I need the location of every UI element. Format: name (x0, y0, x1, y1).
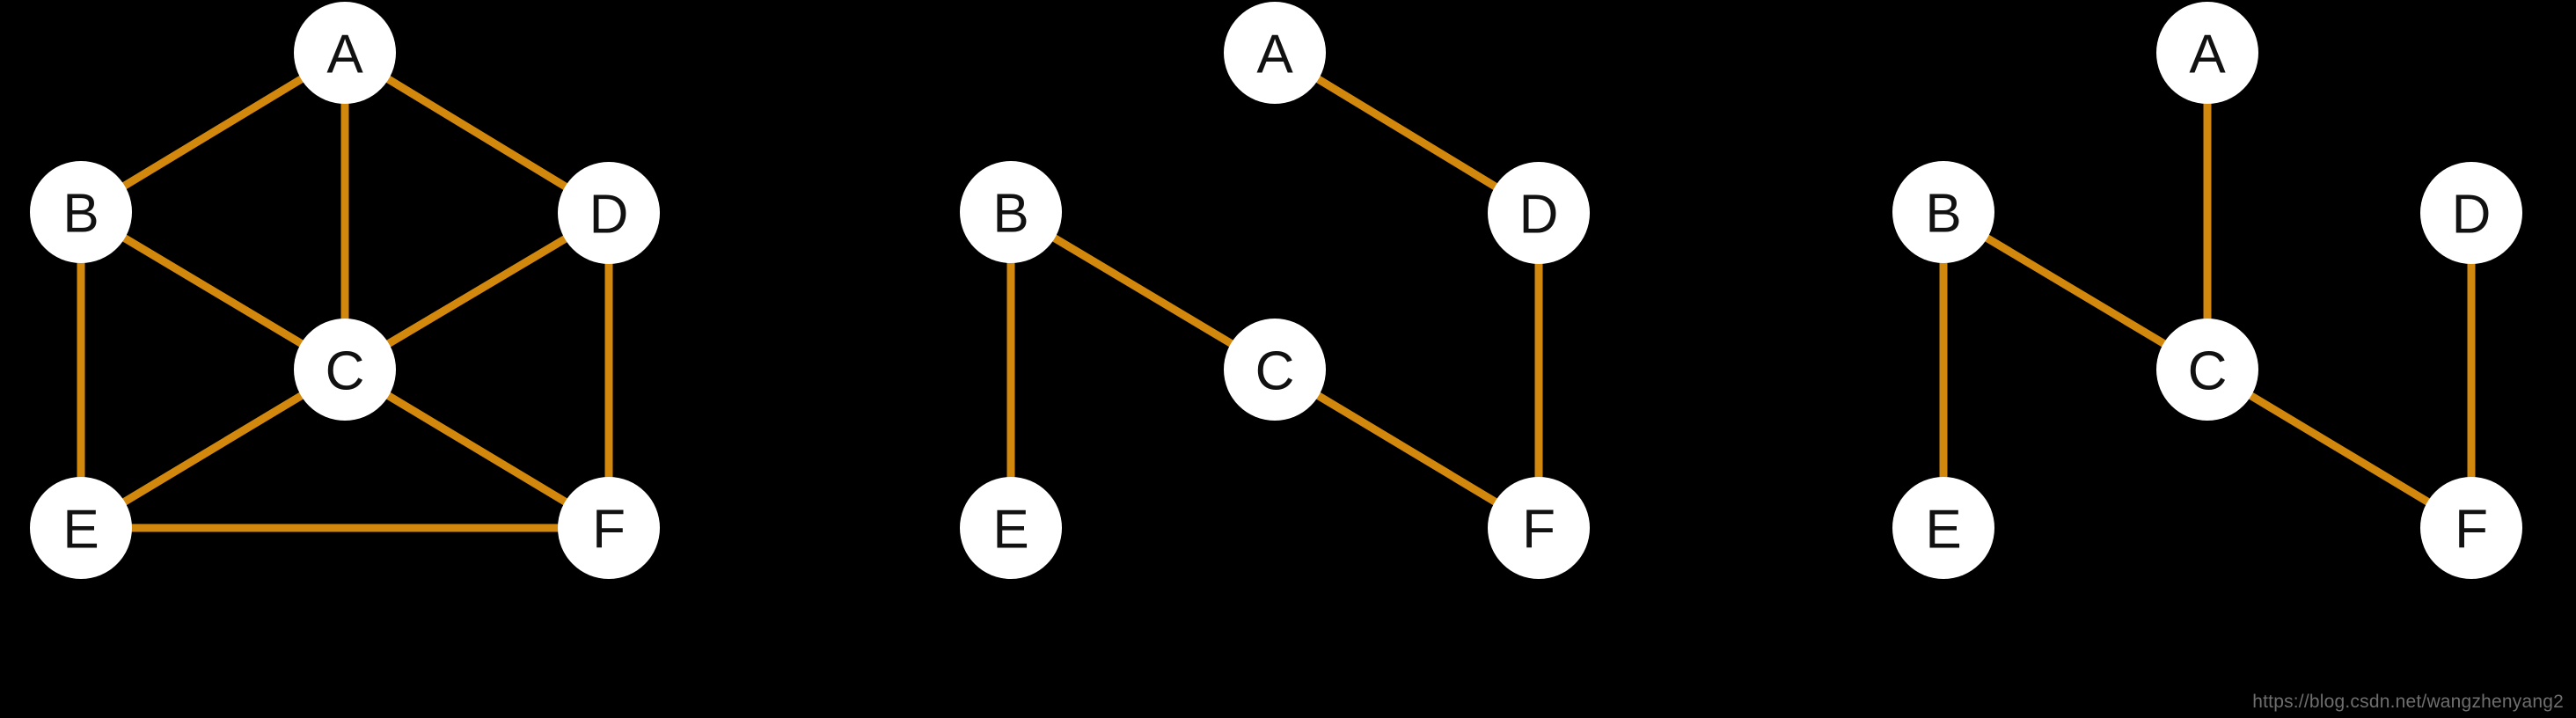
node-c[interactable]: C (2156, 319, 2258, 421)
node-d[interactable]: D (1488, 162, 1590, 264)
node-circle-a[interactable] (2156, 2, 2258, 104)
node-f[interactable]: F (2420, 477, 2522, 579)
node-circle-b[interactable] (960, 161, 1062, 263)
node-circle-b[interactable] (30, 161, 132, 263)
node-circle-c[interactable] (294, 319, 396, 421)
node-circle-e[interactable] (30, 477, 132, 579)
node-e[interactable]: E (30, 477, 132, 579)
node-d[interactable]: D (2420, 162, 2522, 264)
node-circle-d[interactable] (2420, 162, 2522, 264)
node-layer: A B C D E F (30, 2, 660, 579)
node-e[interactable]: E (960, 477, 1062, 579)
node-circle-f[interactable] (1488, 477, 1590, 579)
node-layer: A B C D E F (960, 2, 1590, 579)
edge-layer (1006, 49, 1543, 531)
node-circle-a[interactable] (294, 2, 396, 104)
node-a[interactable]: A (1224, 2, 1326, 104)
node-label-e: E (992, 500, 1028, 560)
node-circle-e[interactable] (1892, 477, 1994, 579)
node-layer: A B C D E F (1892, 2, 2522, 579)
node-label-b: B (992, 184, 1028, 245)
node-circle-a[interactable] (1224, 2, 1326, 104)
edge-b-c (78, 209, 348, 373)
edge-a-d (342, 49, 611, 216)
node-label-a: A (1256, 25, 1293, 85)
spanning-tree-1: A B C D E F (960, 2, 1590, 579)
node-circle-b[interactable] (1892, 161, 1994, 263)
node-circle-c[interactable] (1224, 319, 1326, 421)
node-label-a: A (326, 25, 363, 85)
node-label-b: B (1925, 184, 1961, 245)
edge-a-d (1272, 49, 1541, 216)
node-f[interactable]: F (1488, 477, 1590, 579)
node-c[interactable]: C (294, 319, 396, 421)
edge-c-f (2205, 366, 2474, 531)
node-label-d: D (1519, 185, 1559, 245)
node-label-a: A (2189, 25, 2226, 85)
node-circle-f[interactable] (558, 477, 660, 579)
edge-a-b (78, 49, 348, 216)
node-label-c: C (1255, 341, 1295, 402)
original-graph: A B C D E F (30, 2, 660, 579)
node-circle-d[interactable] (1488, 162, 1590, 264)
node-e[interactable]: E (1892, 477, 1994, 579)
node-d[interactable]: D (558, 162, 660, 264)
node-circle-c[interactable] (2156, 319, 2258, 421)
watermark-text: https://blog.csdn.net/wangzhenyang2 (2252, 692, 2564, 712)
node-circle-d[interactable] (558, 162, 660, 264)
node-label-d: D (589, 185, 629, 245)
node-b[interactable]: B (960, 161, 1062, 263)
node-label-e: E (62, 500, 99, 560)
node-label-e: E (1925, 500, 1961, 560)
edge-layer (77, 49, 613, 532)
node-circle-e[interactable] (960, 477, 1062, 579)
node-label-f: F (592, 500, 626, 560)
node-label-d: D (2452, 185, 2492, 245)
node-circle-f[interactable] (2420, 477, 2522, 579)
node-b[interactable]: B (30, 161, 132, 263)
edge-c-e (78, 366, 348, 531)
edge-b-c (1008, 209, 1277, 373)
edge-layer (1939, 53, 2476, 531)
node-label-f: F (2455, 500, 2488, 560)
node-label-c: C (2188, 341, 2228, 402)
node-b[interactable]: B (1892, 161, 1994, 263)
node-label-f: F (1522, 500, 1555, 560)
node-c[interactable]: C (1224, 319, 1326, 421)
node-a[interactable]: A (294, 2, 396, 104)
edge-c-f (1272, 366, 1541, 531)
node-a[interactable]: A (2156, 2, 2258, 104)
edge-c-d (342, 209, 611, 373)
node-f[interactable]: F (558, 477, 660, 579)
edge-b-c (1941, 209, 2210, 373)
node-label-c: C (326, 341, 365, 402)
node-label-b: B (62, 184, 99, 245)
spanning-tree-2: A B C D E F (1892, 2, 2522, 579)
edge-c-f (342, 366, 611, 531)
